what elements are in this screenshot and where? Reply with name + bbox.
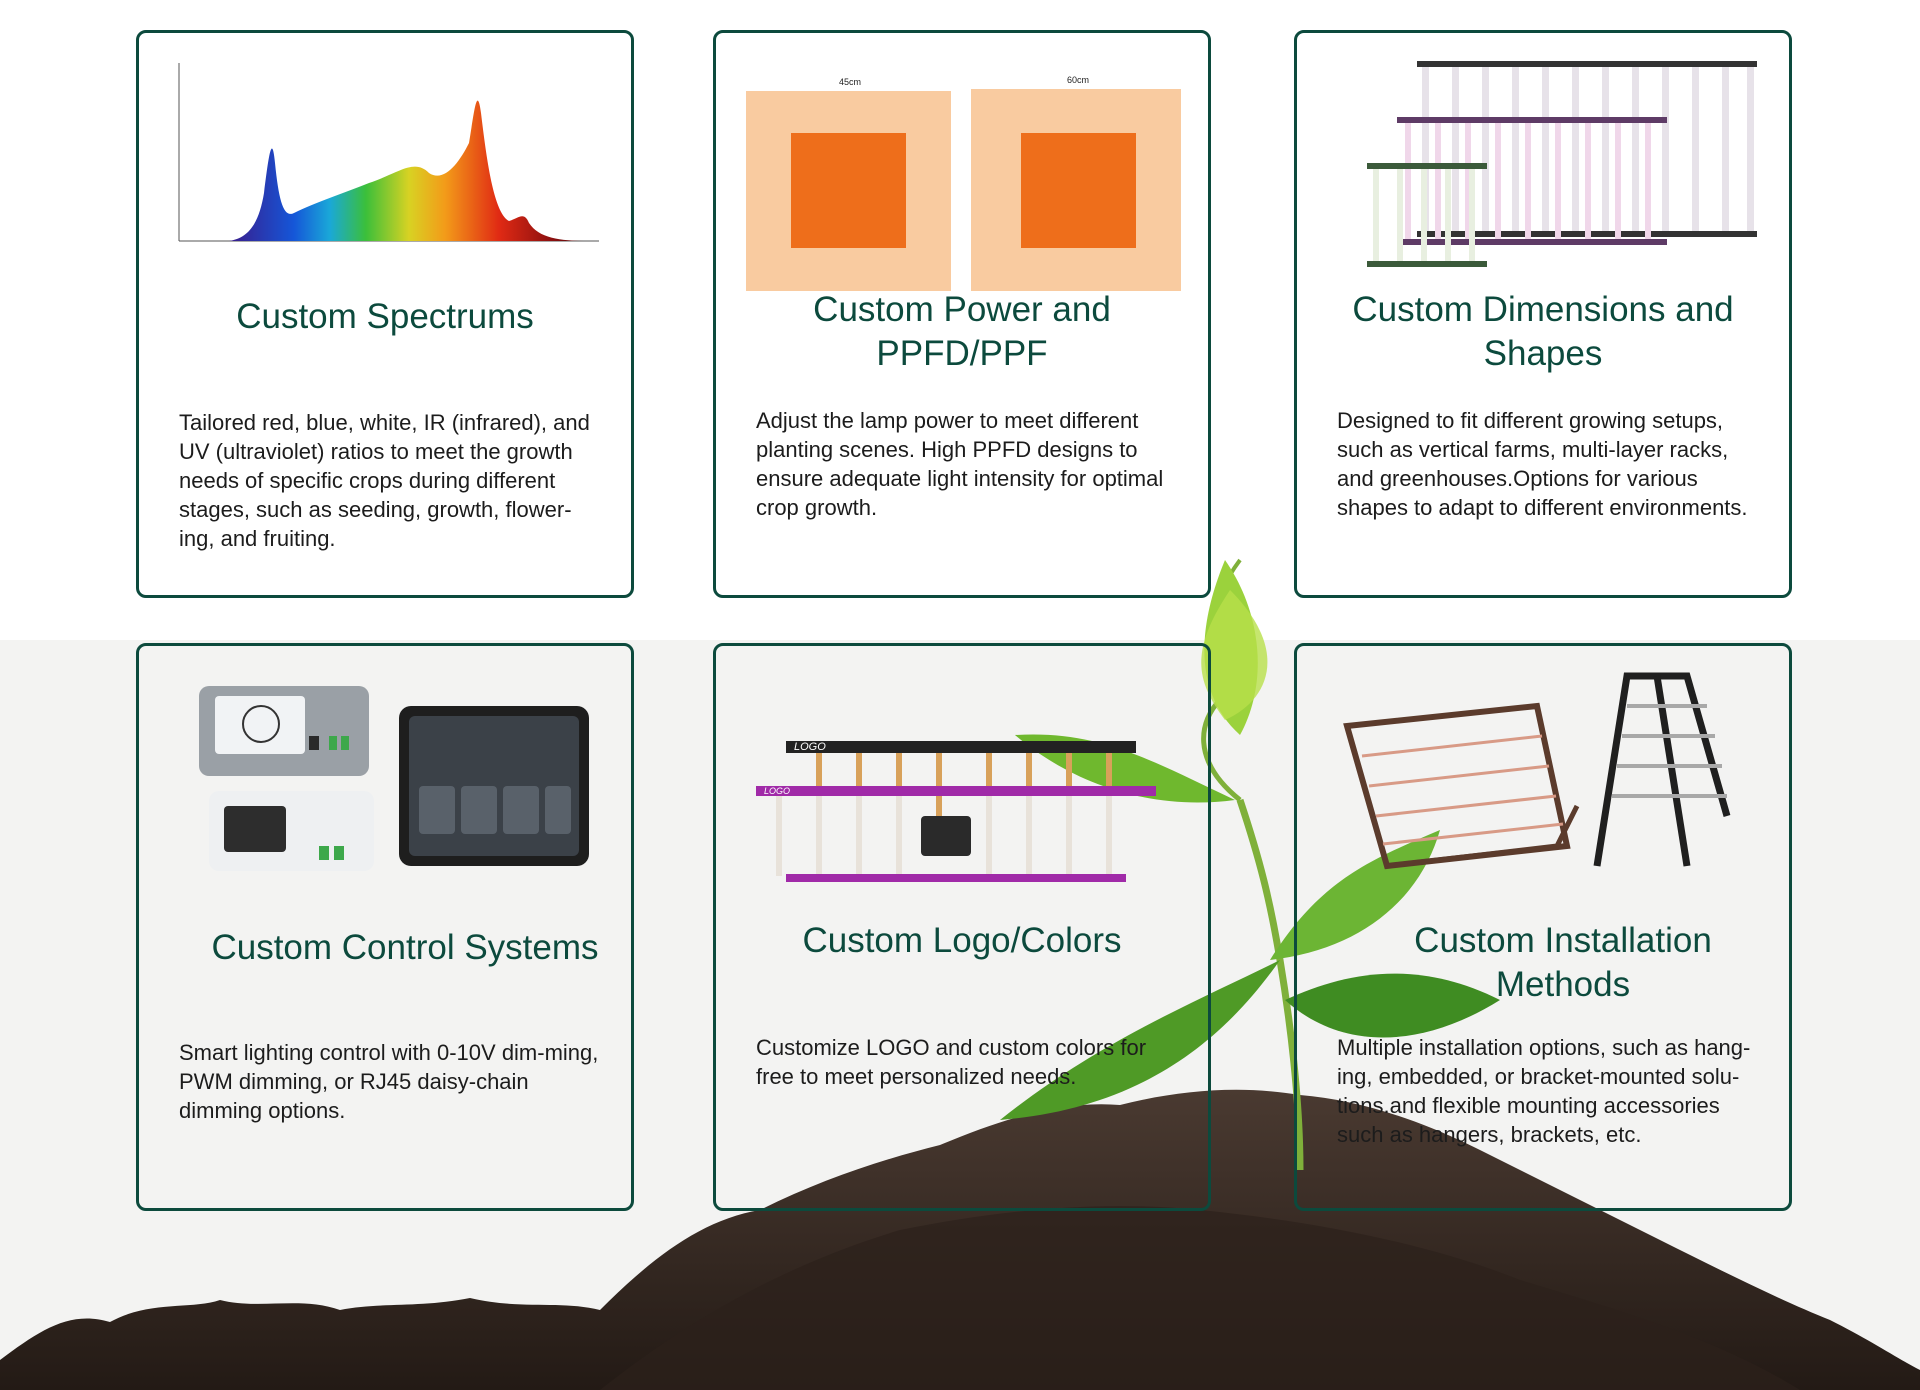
card-custom-logo: LOGO LOGO Custom Logo/Colors Customize L… [713,643,1211,1211]
card-title: Custom Dimensions and Shapes [1352,290,1734,373]
grow-light-frames-image [1367,61,1757,267]
spectrum-chart-image [178,63,599,242]
card-description: Customize LOGO and custom colors for fre… [756,1035,1147,1089]
card-description: Smart lighting control with 0-10V dim-mi… [179,1040,599,1123]
card-custom-installation: Custom Installation Methods Multiple ins… [1294,643,1792,1211]
card-custom-dimensions: Custom Dimensions and Shapes Designed to… [1294,30,1792,598]
card-custom-spectrums: Custom Spectrums Tailored red, blue, whi… [136,30,634,598]
logo-text-purple: LOGO [764,786,790,796]
card-title: Custom Installation Methods [1414,921,1712,1004]
logo-text: LOGO [794,741,826,753]
card-title: Custom Control Systems [211,928,599,967]
card-title: Custom Power and PPFD/PPF [813,290,1111,373]
mounting-brackets-image [1343,672,1731,870]
soil-image [0,1089,1920,1390]
card-custom-control: Custom Control Systems Smart lighting co… [136,643,634,1211]
card-title: Custom Logo/Colors [802,921,1122,960]
ppfd-heatmap-image: 45cm 60cm [746,75,1181,291]
controller-devices-image [199,686,589,871]
card-description: Adjust the lamp power to meet different … [756,408,1164,520]
heatmap-label-45: 45cm [839,77,861,87]
logo-grow-light-image: LOGO LOGO [756,741,1156,882]
card-description: Tailored red, blue, white, IR (infrared)… [179,410,590,551]
card-custom-power: 45cm 60cm Custom Power and PPFD/PPF Adju… [713,30,1211,598]
card-title: Custom Spectrums [236,297,534,336]
card-description: Multiple installation options, such as h… [1337,1035,1751,1147]
heatmap-label-60: 60cm [1067,75,1089,85]
card-description: Designed to fit different growing setups… [1337,408,1748,520]
